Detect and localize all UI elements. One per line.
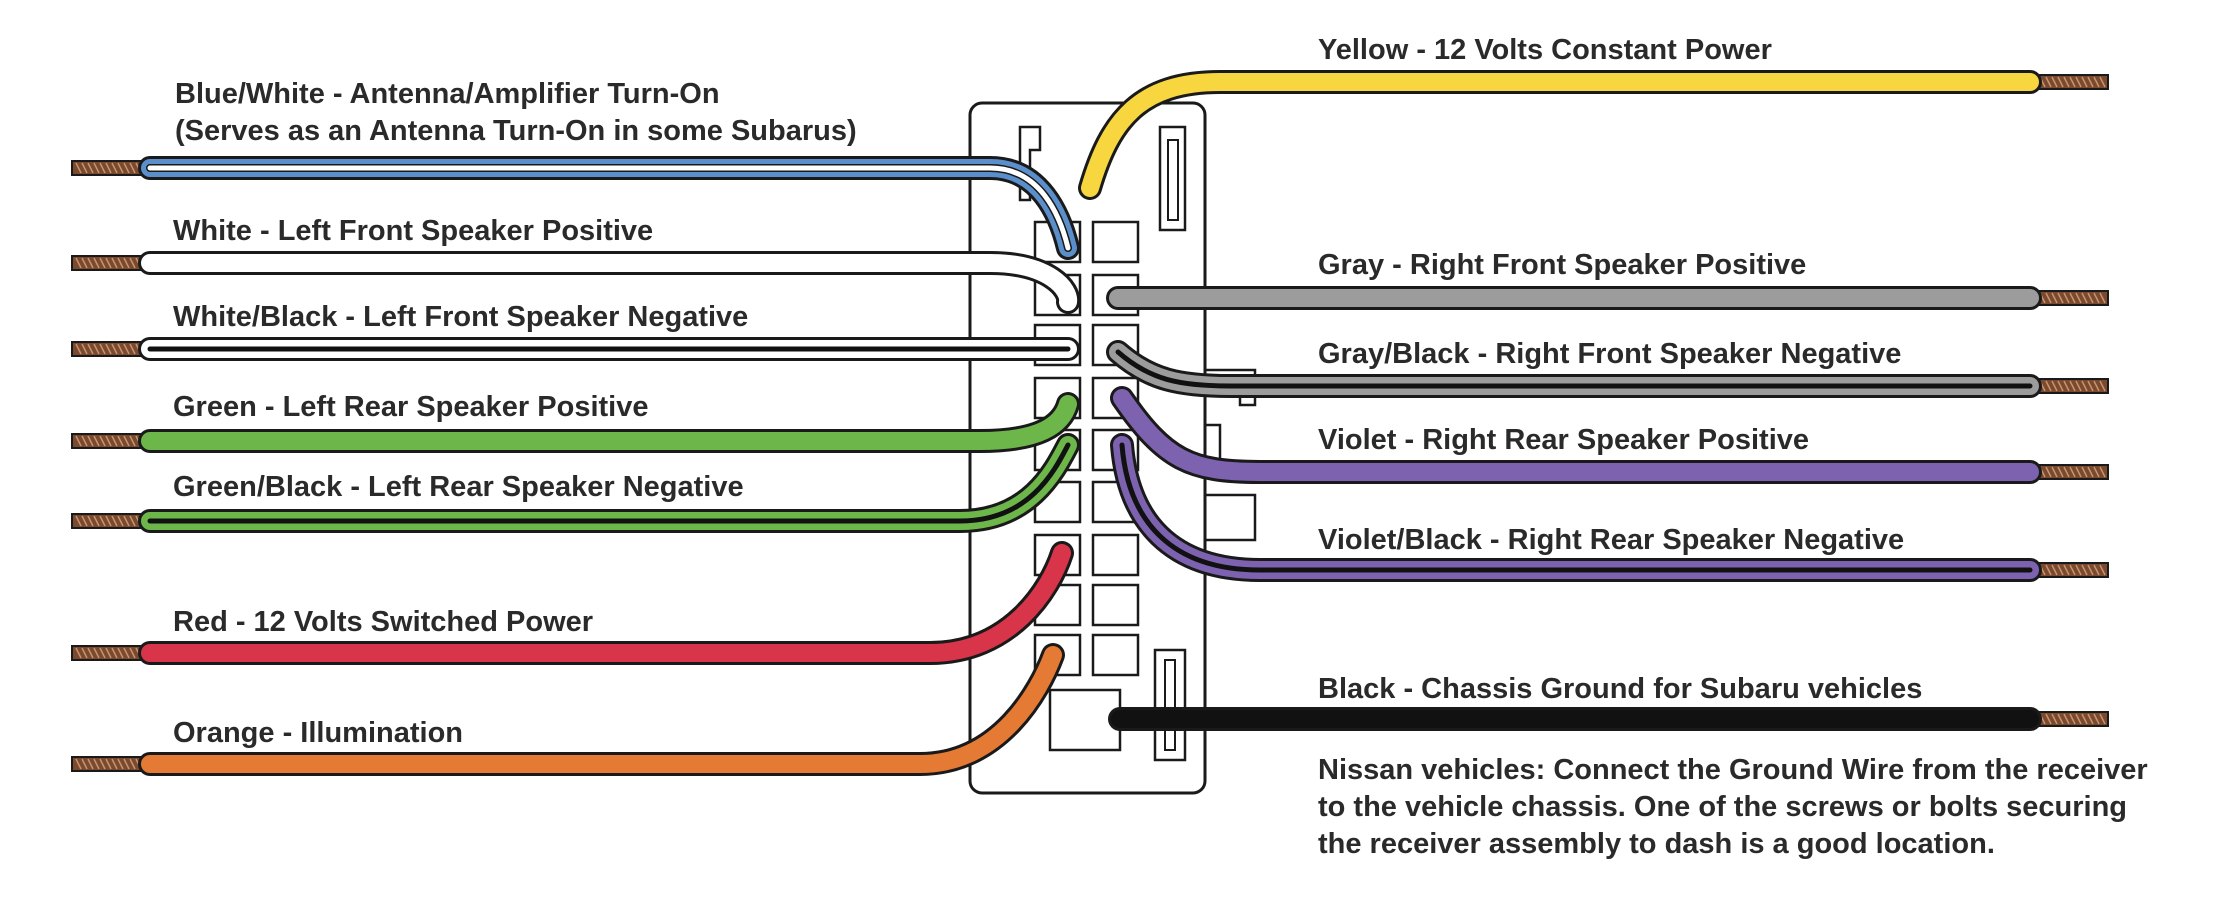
label-white: White - Left Front Speaker Positive: [173, 215, 654, 247]
pin-cell-7-2: [1091, 533, 1140, 577]
label-blue-white-note: (Serves as an Antenna Turn-On in some Su…: [175, 115, 857, 147]
note-line-1: Nissan vehicles: Connect the Ground Wire…: [1318, 754, 2148, 786]
wire-green-black: [138, 433, 1080, 533]
connector-foot: [1048, 688, 1122, 752]
label-violet: Violet - Right Rear Speaker Positive: [1318, 424, 1810, 456]
pin-cell-8-2: [1091, 583, 1140, 627]
wire-red: [138, 541, 1074, 665]
wire-gray-black: [1106, 340, 2042, 398]
note-line-3: the receiver assembly to dash is a good …: [1318, 828, 1995, 860]
note-line-2: to the vehicle chassis. One of the screw…: [1318, 791, 2128, 823]
connector-tab-right-3: [1205, 493, 1257, 542]
label-red: Red - 12 Volts Switched Power: [173, 606, 594, 638]
label-gray-black: Gray/Black - Right Front Speaker Negativ…: [1318, 338, 1902, 370]
wire-green: [138, 392, 1080, 453]
label-gray: Gray - Right Front Speaker Positive: [1318, 249, 1807, 281]
wire-blue-white: [138, 156, 1080, 260]
label-green-black: Green/Black - Left Rear Speaker Negative: [173, 471, 744, 503]
connector-tab-right-2: [1205, 423, 1222, 462]
wire-end-green-black: [71, 513, 151, 529]
label-black: Black - Chassis Ground for Subaru vehicl…: [1318, 673, 1923, 705]
nissan-ground-note: Nissan vehicles: Connect the Ground Wire…: [1318, 752, 2148, 863]
wire-end-violet-black: [2029, 562, 2109, 578]
wire-yellow: [1078, 70, 2042, 200]
wire-violet-black: [1110, 433, 2042, 582]
wire-end-white-black: [71, 341, 151, 357]
wires: [71, 70, 2109, 776]
pin-cell-1-2: [1091, 220, 1140, 264]
label-orange: Orange - Illumination: [173, 717, 464, 749]
wire-end-gray-black: [2029, 378, 2109, 394]
pin-cell-4-2: [1091, 376, 1140, 420]
label-white-black: White/Black - Left Front Speaker Negativ…: [173, 301, 749, 333]
connector-rail: [1167, 139, 1179, 221]
pin-cell-9-2: [1091, 633, 1140, 677]
label-green: Green - Left Rear Speaker Positive: [173, 391, 649, 423]
wire-end-orange: [71, 756, 151, 772]
wire-violet: [1110, 386, 2042, 484]
label-violet-black: Violet/Black - Right Rear Speaker Negati…: [1318, 524, 1905, 556]
label-yellow: Yellow - 12 Volts Constant Power: [1318, 34, 1772, 66]
connector-latch-top-right: [1158, 125, 1187, 232]
label-blue-white: Blue/White - Antenna/Amplifier Turn-On: [175, 78, 720, 110]
wire-white: [138, 251, 1081, 314]
connector-latch-top: [1018, 125, 1042, 202]
wire-orange: [138, 643, 1065, 776]
